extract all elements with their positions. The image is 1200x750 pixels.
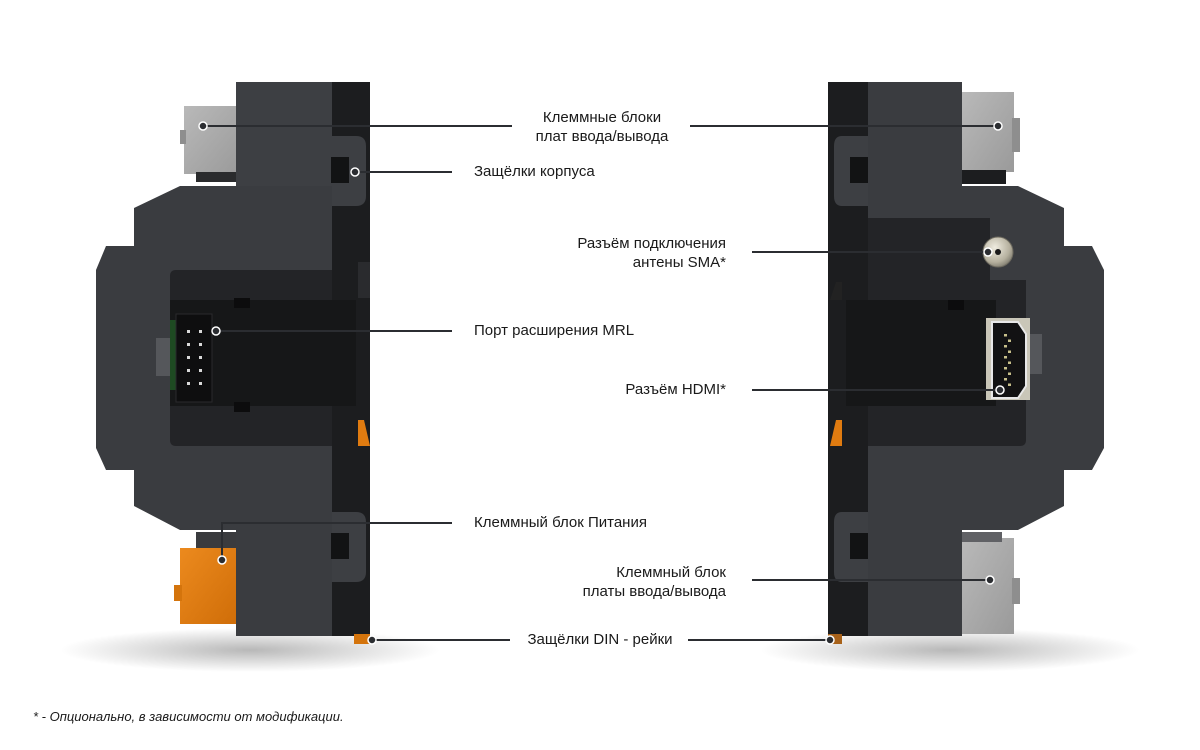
mrl-pin [187,356,190,359]
left-power-terminal [174,532,240,624]
mrl-pin [187,343,190,346]
right-device-shadow [760,628,1140,672]
callout-dot [985,575,995,585]
right-device [828,82,1104,644]
hdmi-connector [986,318,1030,400]
callout-dot [993,121,1003,131]
hdmi-pin [1004,378,1007,381]
mrl-port-connector [170,313,213,403]
mrl-pin [199,382,202,385]
label-mrl-port: Порт расширения MRL [474,322,635,339]
label-io-terminals: Клеммные блоки плат ввода/вывода [535,109,669,145]
callout-dot [825,635,835,645]
mrl-pin [187,382,190,385]
hdmi-pin [1008,383,1011,386]
label-io-terminal-single: Клеммный блок платы ввода/вывода [582,564,726,600]
label-din-latches: Защёлки DIN - рейки [527,631,673,648]
right-din-latch [828,634,842,644]
mrl-pin [187,330,190,333]
label-hdmi-connector: Разъём HDMI* [625,381,726,398]
left-device [96,82,370,644]
left-housing-latch-top [331,157,349,183]
callout-dot [211,326,221,336]
left-housing-latch-bottom [331,533,349,559]
hdmi-pin [1008,372,1011,375]
hdmi-pin [1008,361,1011,364]
mrl-pin [199,356,202,359]
callout-dot [995,385,1005,395]
left-din-latch [354,634,370,644]
callout-lines [204,125,1000,641]
callout-dot [983,247,993,257]
label-sma-connector: Разъём подключения антены SMA* [577,235,726,271]
hdmi-pin [1004,345,1007,348]
hdmi-pin [1004,356,1007,359]
hdmi-pin [1004,334,1007,337]
right-top-io-terminal [962,92,1020,184]
callout-dot [217,555,227,565]
callout-dot [350,167,360,177]
hdmi-pin [1008,339,1011,342]
mrl-pin [199,330,202,333]
mrl-pin [187,369,190,372]
label-housing-latches: Защёлки корпуса [474,163,595,180]
label-power-terminal: Клеммный блок Питания [474,514,647,531]
callout-dot [367,635,377,645]
callout-dots [198,121,1005,645]
callout-dot [198,121,208,131]
footnote: * - Опционально, в зависимости от модифи… [33,709,344,724]
hdmi-pin [1008,350,1011,353]
mrl-pin [199,343,202,346]
callout-line-power [221,522,452,560]
mrl-pin [199,369,202,372]
hdmi-pin [1004,367,1007,370]
left-device-shadow [60,628,440,672]
right-bottom-io-terminal [962,532,1020,634]
left-top-io-terminal [180,106,240,182]
